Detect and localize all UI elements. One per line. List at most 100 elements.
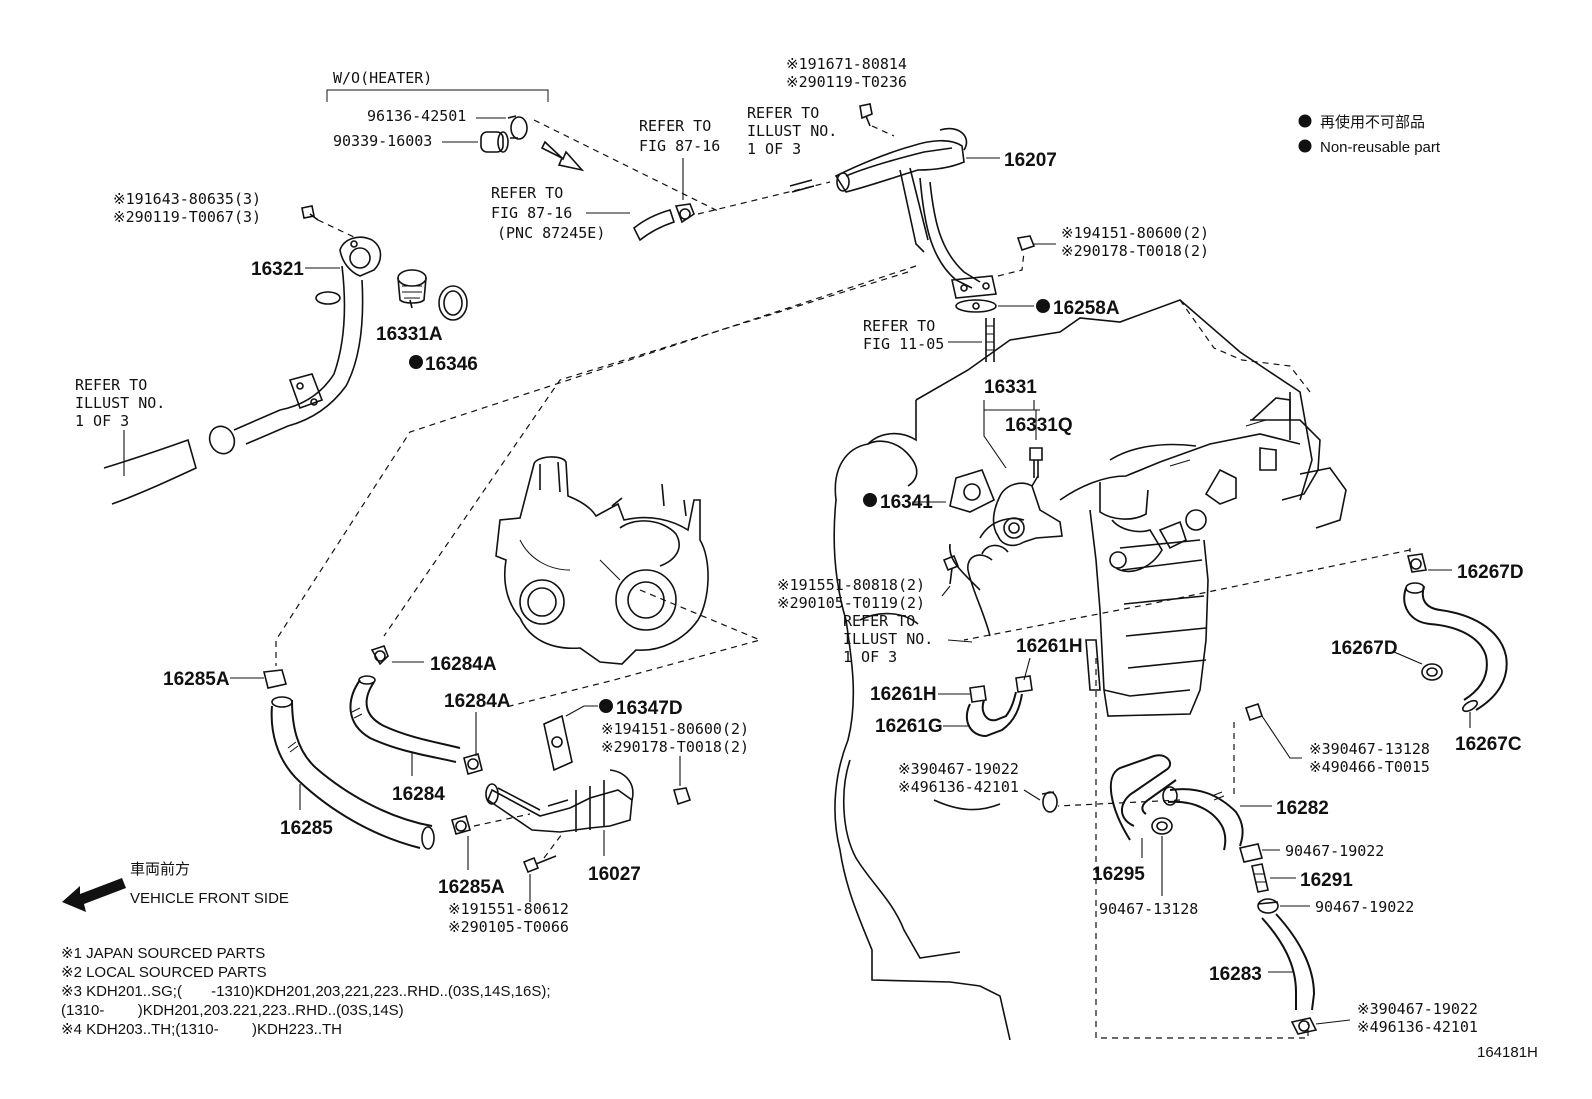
clamp-16285a-top bbox=[263, 669, 288, 689]
label-fig-87-16: FIG 87-16 bbox=[491, 204, 572, 222]
hose-stub bbox=[789, 179, 815, 193]
label-16261h-b: 16261H bbox=[1016, 636, 1083, 657]
clamp-16285a-bottom bbox=[451, 815, 471, 835]
label-refer-to: REFER TO bbox=[75, 376, 147, 394]
label-bolt-290105-t0119: ※290105-T0119(2) bbox=[777, 594, 925, 612]
label-16282: 16282 bbox=[1276, 798, 1329, 819]
legend: 再使用不可部品 Non-reusable part bbox=[1298, 114, 1441, 156]
hose-16267-group: 16267D 16267D 16267C bbox=[1331, 553, 1524, 755]
clamp-16261h-upper bbox=[1015, 675, 1033, 693]
label-16261g: 16261G bbox=[875, 716, 943, 737]
leader bbox=[1261, 715, 1302, 759]
leader bbox=[1315, 1019, 1351, 1025]
legend-dot bbox=[1298, 139, 1312, 153]
label-bolt-191671: ※191671-80814 bbox=[786, 55, 907, 73]
hose-16282 bbox=[1162, 786, 1244, 851]
front-jp: 車両前方 bbox=[130, 861, 190, 878]
label-nut-194151-b: ※194151-80600(2) bbox=[601, 720, 749, 738]
vehicle-front-indicator: 車両前方 VEHICLE FRONT SIDE bbox=[62, 861, 289, 912]
label-nut-290178-a: ※290178-T0018(2) bbox=[1061, 242, 1209, 260]
refer-fig-87-16-group: REFER TO FIG 87-16 REFER TO FIG 87-16 (P… bbox=[491, 117, 831, 242]
label-90467-19022-a: 90467-19022 bbox=[1285, 842, 1384, 860]
clamp-16261h-lower bbox=[969, 685, 987, 703]
gasket-16347d bbox=[543, 714, 573, 772]
label-fig-87-16: FIG 87-16 bbox=[639, 137, 720, 155]
heater-hose-end bbox=[632, 209, 676, 242]
label-clip-3-90467-19022-b: ※390467-19022 bbox=[1357, 1000, 1478, 1018]
label-16284a-a: 16284A bbox=[430, 654, 497, 675]
label-refer-to: REFER TO bbox=[491, 184, 563, 202]
diagram-id: 164181H bbox=[1477, 1044, 1538, 1061]
footnote-2: ※2 LOCAL SOURCED PARTS bbox=[61, 964, 267, 981]
stud-part bbox=[985, 318, 995, 362]
hose-16295 bbox=[1109, 754, 1177, 841]
label-1-of-3: 1 OF 3 bbox=[747, 140, 801, 158]
label-clip-3-90467-13128: ※390467-13128 bbox=[1309, 740, 1430, 758]
bolt-part bbox=[522, 855, 557, 874]
label-clip-3-90467-19022-a: ※390467-19022 bbox=[898, 760, 1019, 778]
nut-part bbox=[1016, 235, 1036, 252]
label-nut-290178-b: ※290178-T0018(2) bbox=[601, 738, 749, 756]
label-16207: 16207 bbox=[1004, 150, 1057, 171]
clamp-90467-19022-upper bbox=[1238, 843, 1264, 863]
thermostat-housing-16331 bbox=[992, 475, 1063, 547]
label-16331q: 16331Q bbox=[1005, 415, 1073, 436]
dash-line bbox=[963, 549, 1411, 641]
water-outlet-group: ※191643-80635(3) ※290119-T0067(3) 16321 bbox=[75, 190, 478, 505]
leader bbox=[1393, 651, 1423, 665]
label-fig-11-05: FIG 11-05 bbox=[863, 335, 944, 353]
label-clip-4-96136-42101-b: ※496136-42101 bbox=[1357, 1018, 1478, 1036]
clip-part bbox=[1290, 1017, 1318, 1035]
label-16284: 16284 bbox=[392, 784, 445, 805]
joint-16291 bbox=[1251, 863, 1269, 893]
clamp-90467-13128-part bbox=[1151, 817, 1173, 835]
clip-part bbox=[1041, 791, 1058, 813]
pipe-16207-group: REFER TO ILLUST NO. 1 OF 3 ※191671-80814… bbox=[747, 55, 1209, 362]
label-illust-no: ILLUST NO. bbox=[747, 122, 837, 140]
gasket-16258a-part bbox=[955, 299, 997, 313]
footnotes: ※1 JAPAN SOURCED PARTS ※2 LOCAL SOURCED … bbox=[61, 945, 551, 1038]
label-16295: 16295 bbox=[1092, 864, 1145, 885]
plug-part bbox=[480, 131, 509, 153]
label-16341: 16341 bbox=[880, 492, 933, 513]
non-reusable-mark bbox=[599, 699, 613, 713]
leader bbox=[1023, 789, 1041, 801]
hose-clamp-part bbox=[507, 115, 528, 140]
label-90467-19022-b: 90467-19022 bbox=[1315, 898, 1414, 916]
label-bolt-290119-t0236: ※290119-T0236 bbox=[786, 73, 907, 91]
radiator-hose-end bbox=[103, 438, 197, 505]
radiator-hose-stub bbox=[967, 554, 993, 637]
label-wo-heater: W/O(HEATER) bbox=[333, 69, 432, 87]
label-bolt-191643: ※191643-80635(3) bbox=[113, 190, 261, 208]
non-reusable-mark bbox=[409, 355, 423, 369]
sensor-part bbox=[1029, 447, 1043, 478]
water-pipe-16207 bbox=[834, 127, 981, 289]
hose-16282-group: ※390467-13128 ※490466-T0015 ※390467-1902… bbox=[898, 658, 1478, 1039]
non-reusable-mark bbox=[1036, 299, 1050, 313]
label-16027: 16027 bbox=[588, 864, 641, 885]
non-reusable-mark bbox=[863, 493, 877, 507]
dash-line bbox=[1057, 799, 1181, 807]
label-bolt-290105-t0066: ※290105-T0066 bbox=[448, 918, 569, 936]
radiator-hose-stub bbox=[981, 544, 1009, 555]
footnote-4: ※4 KDH203..TH;(1310- )KDH223..TH bbox=[61, 1021, 342, 1038]
water-outlet-16321 bbox=[208, 236, 382, 455]
footnote-1: ※1 JAPAN SOURCED PARTS bbox=[61, 945, 265, 962]
label-refer-to: REFER TO bbox=[863, 317, 935, 335]
hose-16283 bbox=[1261, 913, 1316, 1011]
label-illust-no: ILLUST NO. bbox=[75, 394, 165, 412]
label-clip-4-96136-42101-a: ※496136-42101 bbox=[898, 778, 1019, 796]
label-refer-to: REFER TO bbox=[639, 117, 711, 135]
leader bbox=[983, 400, 1040, 411]
dash-line bbox=[1179, 299, 1311, 393]
label-90339-16003: 90339-16003 bbox=[333, 132, 432, 150]
leader bbox=[947, 639, 973, 643]
hose-16261-group: 16261H 16261H 16261G bbox=[870, 636, 1083, 738]
front-arrow-icon bbox=[62, 878, 126, 912]
egr-pipe-16027 bbox=[485, 769, 634, 833]
refer-arrow bbox=[540, 140, 585, 172]
label-1-of-3: 1 OF 3 bbox=[75, 412, 129, 430]
dash-line bbox=[509, 589, 762, 707]
